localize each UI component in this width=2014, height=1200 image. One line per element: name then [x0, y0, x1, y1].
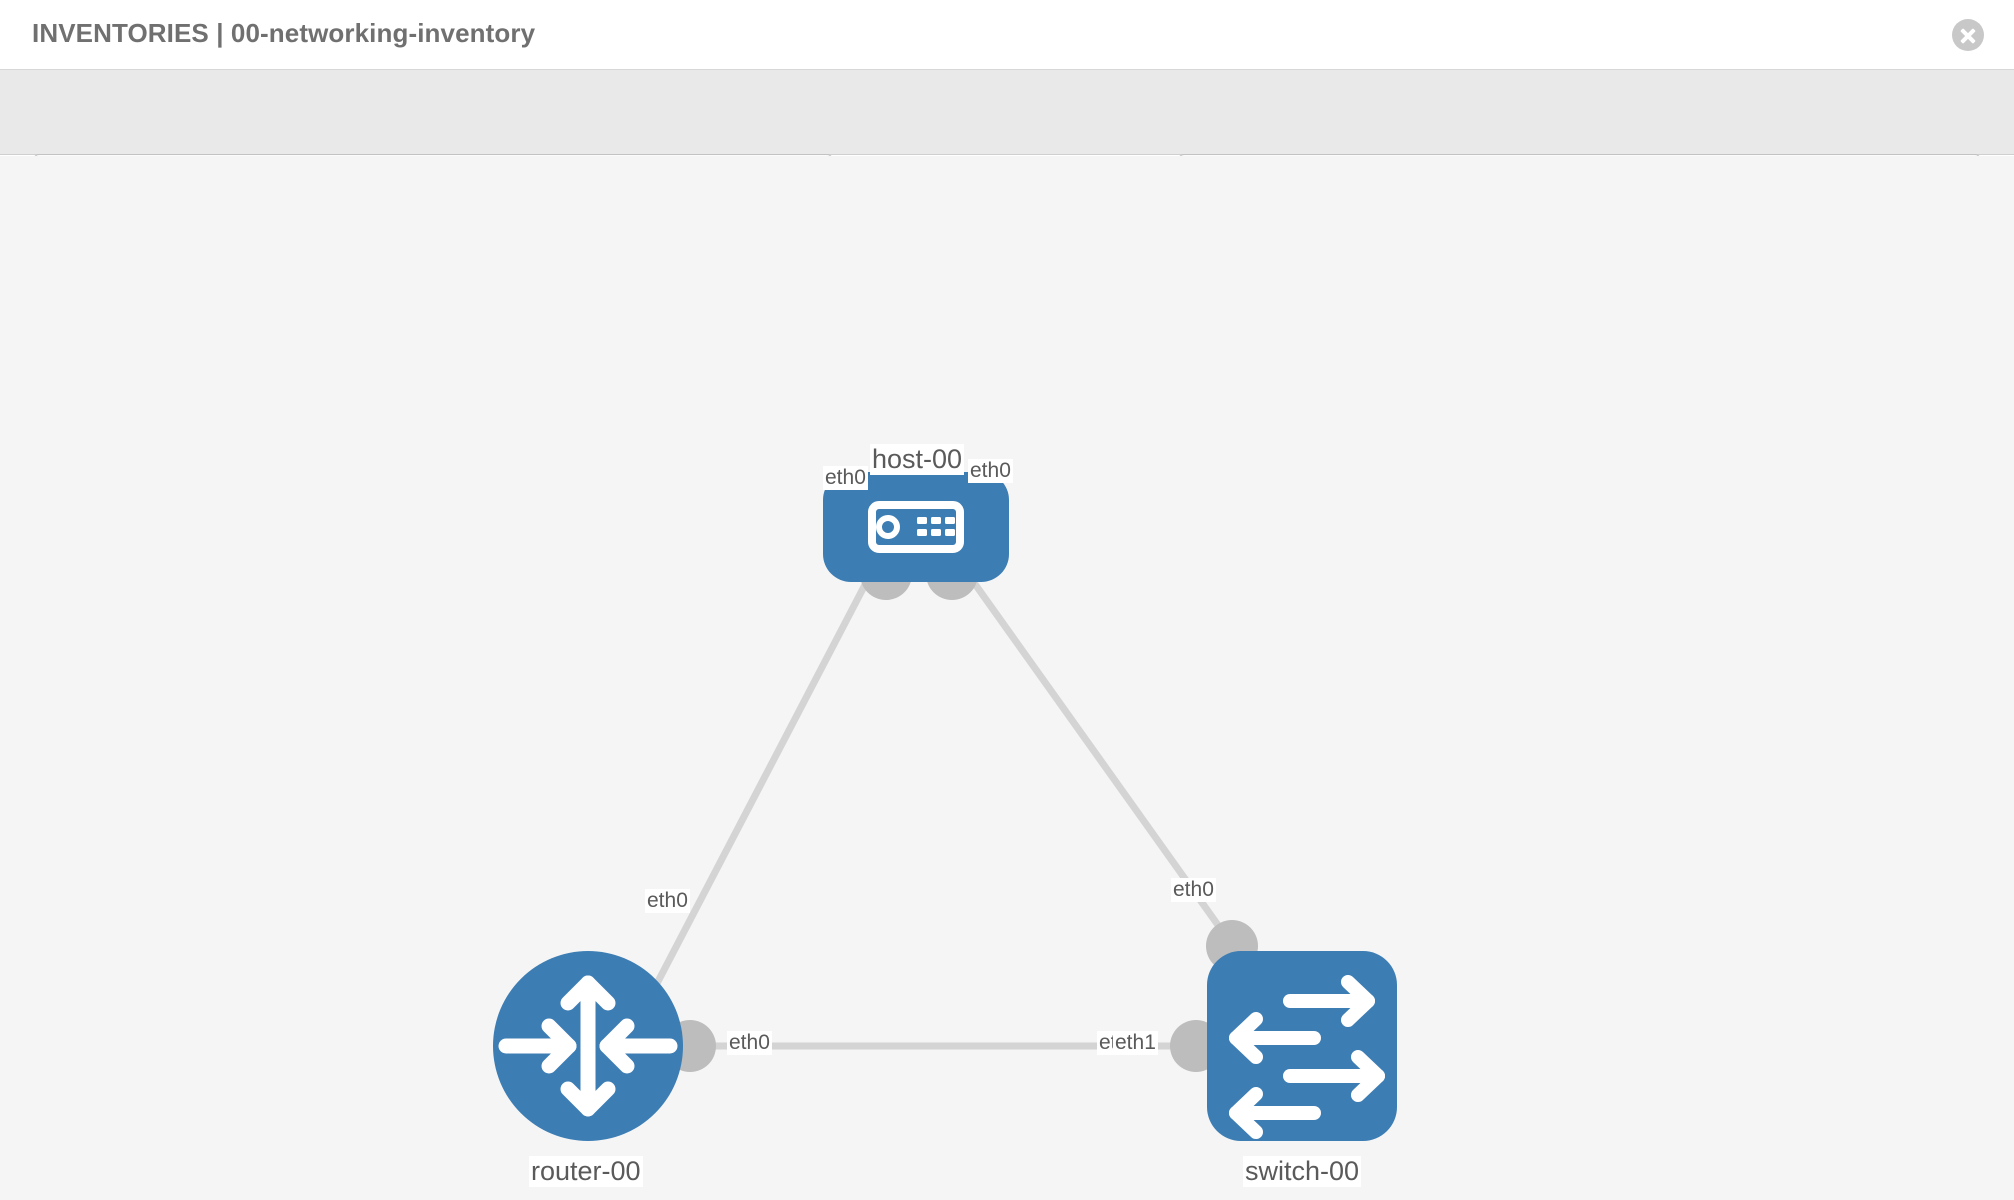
page-title: INVENTORIES | 00-networking-inventory — [32, 18, 536, 48]
edge-label-switch-up: eth0 — [1171, 878, 1216, 903]
node-router-00 — [493, 951, 683, 1141]
edge-label-host-right: eth0 — [968, 459, 1013, 484]
node-switch-00 — [1207, 951, 1397, 1141]
node-label-host-00: host-00 — [870, 444, 965, 476]
port-group — [664, 548, 1258, 1072]
page-header: INVENTORIES | 00-networking-inventory — [0, 0, 2014, 70]
edge-label-host-left: eth0 — [823, 466, 868, 491]
toolbar: ACTIONS SEARCH — [0, 70, 2014, 210]
edge-label-router-right: eth0 — [727, 1031, 772, 1056]
close-icon[interactable] — [1952, 19, 1984, 51]
node-label-switch-00: switch-00 — [1243, 1156, 1362, 1188]
server-icon — [868, 501, 964, 553]
edge-group — [636, 553, 1243, 1050]
edge-label-switch-left: eth1 — [1113, 1031, 1158, 1056]
node-host-00 — [823, 472, 1009, 582]
node-label-router-00: router-00 — [529, 1156, 643, 1188]
topology-graph — [493, 472, 1397, 1141]
topology-canvas[interactable]: eth0 eth0 eth0 eth0 eth0 eth0 eth1 host-… — [0, 156, 2014, 1200]
edge-host-router — [636, 554, 884, 1018]
edge-label-router-up: eth0 — [645, 889, 690, 914]
